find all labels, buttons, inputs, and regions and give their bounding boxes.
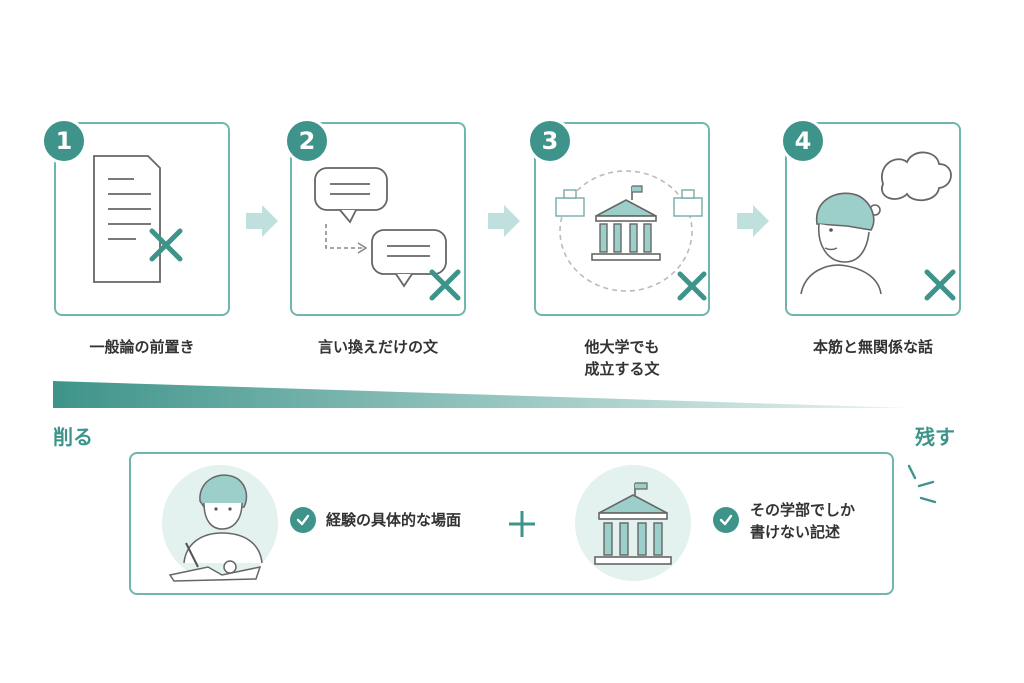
arrow-right-icon: [246, 205, 278, 237]
step-badge-4: 4: [780, 118, 826, 164]
gradient-wedge: [53, 381, 908, 408]
university-building-icon: [555, 170, 707, 301]
step-caption-4: 本筋と無関係な話: [812, 338, 933, 356]
faculty-building-icon: [575, 465, 691, 581]
step-card-2: [290, 122, 466, 316]
cut-label: 削る: [53, 425, 93, 449]
x-mark-icon: [677, 271, 707, 301]
step-caption-2: 言い換えだけの文: [317, 338, 438, 356]
keep-item-2: その学部でしか 書けない記述: [750, 501, 856, 541]
plus-icon: [509, 511, 535, 537]
step-card-4: [785, 122, 961, 316]
check-icon: [713, 507, 739, 533]
x-mark-icon: [924, 269, 956, 301]
keep-label: 残す: [915, 425, 955, 449]
arrow-right-icon: [488, 205, 520, 237]
step-card-1: [54, 122, 230, 316]
writing-student-icon: [162, 465, 278, 582]
x-mark-icon: [149, 228, 183, 262]
step-badge-2: 2: [284, 118, 330, 164]
keep-item-1: 経験の具体的な場面: [326, 511, 462, 529]
arrow-right-icon: [737, 205, 769, 237]
step-card-3: [534, 122, 710, 316]
step-badge-3: 3: [527, 118, 573, 164]
sparkle-lines-icon: [907, 464, 937, 504]
step-caption-3: 他大学でも 成立する文: [584, 338, 660, 378]
step-badge-1: 1: [41, 118, 87, 164]
x-mark-icon: [429, 269, 461, 301]
check-icon: [290, 507, 316, 533]
thinking-person-icon: [800, 151, 956, 301]
step-caption-1: 一般論の前置き: [89, 338, 195, 356]
speech-bubbles-icon: [314, 167, 461, 301]
document-icon: [93, 155, 183, 283]
